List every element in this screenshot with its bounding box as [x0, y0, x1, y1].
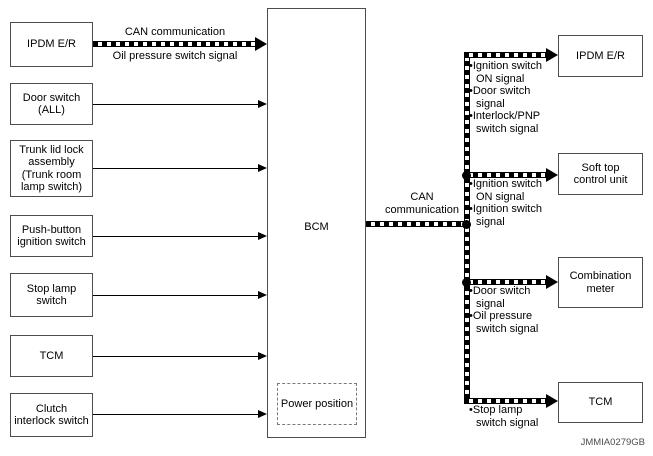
node-label: Trunk lid lock assembly (Trunk room lamp…	[19, 143, 84, 194]
signal-item: •Door switch signal	[469, 285, 531, 310]
node-label: Push-button ignition switch	[17, 223, 86, 249]
arrowhead	[258, 410, 267, 418]
arrowhead	[258, 100, 267, 108]
can-communication-label-right: CAN communication	[385, 191, 459, 216]
can-communication-label-top: CAN communication	[124, 26, 226, 38]
signal-item: •Oil pressure switch signal	[469, 310, 539, 335]
figure-id: JMMIA0279GB	[580, 437, 645, 448]
can-branch-ipdm	[464, 52, 546, 58]
wire-stop-lamp-switch	[93, 295, 259, 296]
node-push-button-ignition-switch: Push-button ignition switch	[10, 215, 93, 257]
can-junction-dot	[462, 278, 471, 287]
signal-list-ipdm: •Ignition switch ON signal •Door switch …	[469, 60, 553, 135]
node-tcm-left: TCM	[10, 335, 93, 377]
node-trunk-lid-lock-assembly: Trunk lid lock assembly (Trunk room lamp…	[10, 140, 93, 197]
bcm-label: BCM	[304, 221, 329, 233]
node-stop-lamp-switch: Stop lamp switch	[10, 273, 93, 317]
wire-clutch-interlock	[93, 414, 259, 415]
node-combination-meter: Combination meter	[558, 257, 643, 308]
node-label: Combination meter	[569, 270, 632, 295]
node-label: IPDM E/R	[576, 49, 625, 62]
can-bus-line-bcm-out	[366, 221, 464, 227]
arrowhead	[258, 291, 267, 299]
node-label: Stop lamp switch	[26, 282, 77, 308]
signal-item: •Door switch signal	[469, 85, 531, 110]
node-label: TCM	[588, 396, 613, 409]
arrowhead	[258, 352, 267, 360]
can-junction-dot	[462, 171, 471, 180]
can-branch-soft-top	[464, 172, 546, 178]
node-ipdm-er-right: IPDM E/R	[558, 35, 643, 77]
signal-list-soft-top: •Ignition switch ON signal •Ignition swi…	[469, 178, 553, 228]
signal-list-combination-meter: •Door switch signal •Oil pressure switch…	[469, 285, 553, 335]
can-bus-line-ipdm-to-bcm	[93, 41, 255, 47]
oil-pressure-switch-signal-label: Oil pressure switch signal	[112, 50, 238, 62]
node-tcm-right: TCM	[558, 382, 643, 423]
node-bcm	[267, 8, 366, 438]
signal-item: •Stop lamp switch signal	[469, 404, 539, 429]
signal-item: •Interlock/PNP switch signal	[469, 110, 540, 135]
node-label: Door switch (ALL)	[22, 91, 81, 117]
can-junction-dot	[462, 220, 471, 229]
signal-item: •Ignition switch ON signal	[469, 60, 542, 85]
node-label: Clutch interlock switch	[14, 402, 89, 428]
arrowhead	[258, 232, 267, 240]
can-branch-tcm	[464, 398, 546, 404]
power-position-label: Power position	[280, 397, 354, 410]
arrowhead-into-soft-top	[546, 168, 558, 182]
arrowhead	[258, 164, 267, 172]
node-label: IPDM E/R	[27, 38, 76, 51]
wire-trunk-lid-lock	[93, 168, 259, 169]
can-branch-combination-meter	[464, 279, 546, 285]
wire-push-button-ignition	[93, 236, 259, 237]
node-label: Soft top control unit	[573, 161, 628, 187]
wire-door-switch	[93, 104, 259, 105]
signal-item: •Ignition switch signal	[469, 203, 542, 228]
node-label: TCM	[39, 349, 64, 362]
node-ipdm-er-left: IPDM E/R	[10, 22, 93, 67]
power-position-box: Power position	[277, 383, 357, 425]
node-soft-top-control-unit: Soft top control unit	[558, 153, 643, 195]
wire-tcm	[93, 356, 259, 357]
arrowhead-into-combination-meter	[546, 275, 558, 289]
arrowhead-into-ipdm	[546, 48, 558, 62]
node-clutch-interlock-switch: Clutch interlock switch	[10, 393, 93, 437]
signal-list-tcm: •Stop lamp switch signal	[469, 404, 553, 429]
arrowhead-into-bcm	[255, 37, 267, 51]
node-door-switch: Door switch (ALL)	[10, 83, 93, 125]
arrowhead-into-tcm	[546, 394, 558, 408]
signal-item: •Ignition switch ON signal	[469, 178, 542, 203]
